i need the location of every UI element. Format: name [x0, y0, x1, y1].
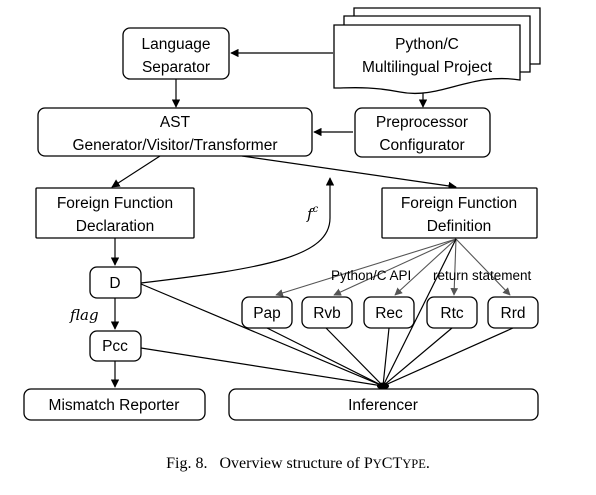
pcc-label: Pcc [102, 338, 128, 355]
edge-rrd-to-inferencer [382, 327, 514, 387]
inferencer-fan-in [140, 238, 514, 390]
project-sheet-front [333, 24, 521, 94]
ast-line1: AST [160, 114, 191, 131]
edge-ffdef-to-rrd [455, 238, 511, 296]
node-pcc: Pcc [89, 330, 142, 362]
node-mismatch-reporter: Mismatch Reporter [23, 388, 206, 421]
edge-ffdef-to-rvb [333, 238, 457, 296]
edge-rtc-to-inferencer [382, 327, 453, 387]
node-d: D [89, 266, 142, 299]
node-preprocessor: Preprocessor Configurator [354, 107, 491, 158]
language-separator-line1: Language [142, 36, 211, 53]
node-project-stack: Python/C Multilingual Project [333, 7, 541, 94]
caption-name-y: Y [373, 457, 382, 471]
edge-d-to-inferencer [140, 283, 384, 387]
language-separator-line2: Separator [142, 59, 210, 76]
python-c-api-label: Python/C API [331, 268, 411, 283]
edge-ffdef-to-rec [394, 238, 457, 296]
edge-pcc-to-inferencer [140, 347, 384, 387]
node-ast: AST Generator/Visitor/Transformer [37, 107, 313, 157]
mismatch-label: Mismatch Reporter [49, 397, 180, 414]
caption-suffix: . [426, 455, 430, 472]
rtc-label: Rtc [440, 305, 464, 322]
node-rec: Rec [363, 296, 415, 329]
caption-name-ct: CT [382, 455, 403, 472]
edge-ffdef-to-rtc [450, 238, 459, 296]
edge-ffdef-to-inferencer [382, 238, 457, 387]
node-rrd: Rrd [487, 296, 539, 329]
node-ffdef: Foreign Function Definition [381, 187, 538, 239]
rrd-label: Rrd [501, 305, 526, 322]
project-line2: Multilingual Project [362, 59, 493, 76]
node-ffdecl: Foreign Function Declaration [35, 187, 195, 239]
edge-ffdef-to-pap [275, 238, 457, 297]
node-rvb: Rvb [301, 296, 353, 329]
fc-superscript: c [313, 204, 319, 215]
preprocessor-line2: Configurator [379, 137, 464, 154]
fc-base: f [306, 205, 315, 223]
edge-rvb-to-inferencer [325, 327, 384, 387]
edge-ast-to-ffdef [241, 155, 457, 191]
rec-label: Rec [375, 305, 403, 322]
rvb-label: Rvb [313, 305, 341, 322]
ffdef-line2: Definition [427, 218, 492, 235]
return-statement-label: return statement [433, 268, 532, 283]
inferencer-label: Inferencer [348, 397, 418, 414]
node-pap: Pap [241, 296, 293, 329]
figure-caption: Fig. 8. Overview structure of PYCTYPE. [166, 455, 430, 472]
caption-name-ype: YPE [402, 457, 426, 471]
d-label: D [109, 275, 120, 292]
pap-label: Pap [253, 305, 281, 322]
flag-edge-label: flag [69, 306, 99, 324]
caption-name-p: P [364, 455, 373, 472]
fc-edge-label: fc [306, 204, 319, 223]
ffdecl-line2: Declaration [76, 218, 154, 235]
edge-d-to-ast-fc [140, 177, 335, 284]
node-rtc: Rtc [426, 296, 478, 329]
ffdecl-line1: Foreign Function [57, 195, 173, 212]
edge-pap-to-inferencer [266, 327, 384, 387]
edge-ast-to-ffdecl [111, 155, 161, 188]
edges [110, 48, 514, 390]
edge-rec-to-inferencer [382, 327, 390, 387]
node-language-separator: Language Separator [122, 27, 230, 80]
caption-prefix: Fig. 8. Overview structure of [166, 455, 364, 472]
inferencer-hub-dot [377, 382, 389, 390]
project-line1: Python/C [395, 36, 459, 53]
ast-line2: Generator/Visitor/Transformer [72, 137, 277, 154]
node-inferencer: Inferencer [228, 388, 539, 421]
ffdef-line1: Foreign Function [401, 195, 517, 212]
preprocessor-line1: Preprocessor [376, 114, 468, 131]
